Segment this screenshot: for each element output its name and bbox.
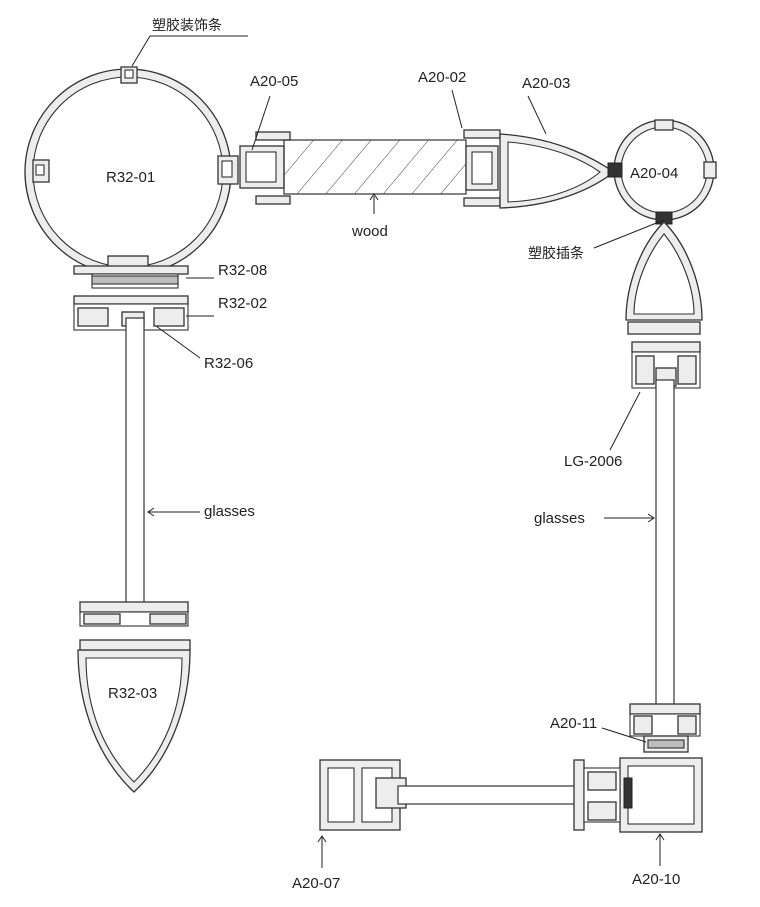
label-r32-06: R32-06 — [204, 355, 253, 372]
right-bullet-profile — [625, 221, 703, 335]
leader-lines — [131, 35, 665, 868]
a20-02-frame — [463, 129, 501, 207]
label-glasses-left: glasses — [204, 503, 255, 520]
a20-07-block — [319, 759, 407, 831]
label-r32-01: R32-01 — [106, 169, 155, 186]
a20-11-a20-10-corner — [619, 703, 703, 833]
label-r32-03: R32-03 — [108, 685, 157, 702]
label-a20-02: A20-02 — [418, 69, 466, 86]
label-a20-10: A20-10 — [632, 871, 680, 888]
r32-03-bullet-profile — [77, 601, 191, 793]
left-glass-panel — [125, 317, 145, 619]
a20-05-connector — [239, 131, 291, 205]
label-r32-08: R32-08 — [218, 262, 267, 279]
label-r32-02: R32-02 — [218, 295, 267, 312]
label-plastic-trim: 塑胶装饰条 — [152, 17, 222, 34]
r32-08-r32-02-frames — [73, 265, 189, 331]
bottom-glass-panel — [397, 785, 585, 805]
label-lg-2006: LG-2006 — [564, 453, 622, 470]
label-glasses-right: glasses — [534, 510, 585, 527]
label-a20-03: A20-03 — [522, 75, 570, 92]
label-a20-04: A20-04 — [630, 165, 678, 182]
label-plastic-strip: 塑胶插条 — [528, 245, 584, 262]
a20-03-bullet-profile — [499, 133, 616, 209]
label-a20-05: A20-05 — [250, 73, 298, 90]
label-wood: wood — [351, 223, 388, 240]
wood-panel — [283, 139, 467, 195]
label-a20-07: A20-07 — [292, 875, 340, 892]
a20-10-side-frame — [573, 759, 621, 831]
right-glass-panel — [655, 379, 675, 721]
label-a20-11: A20-11 — [550, 715, 597, 732]
